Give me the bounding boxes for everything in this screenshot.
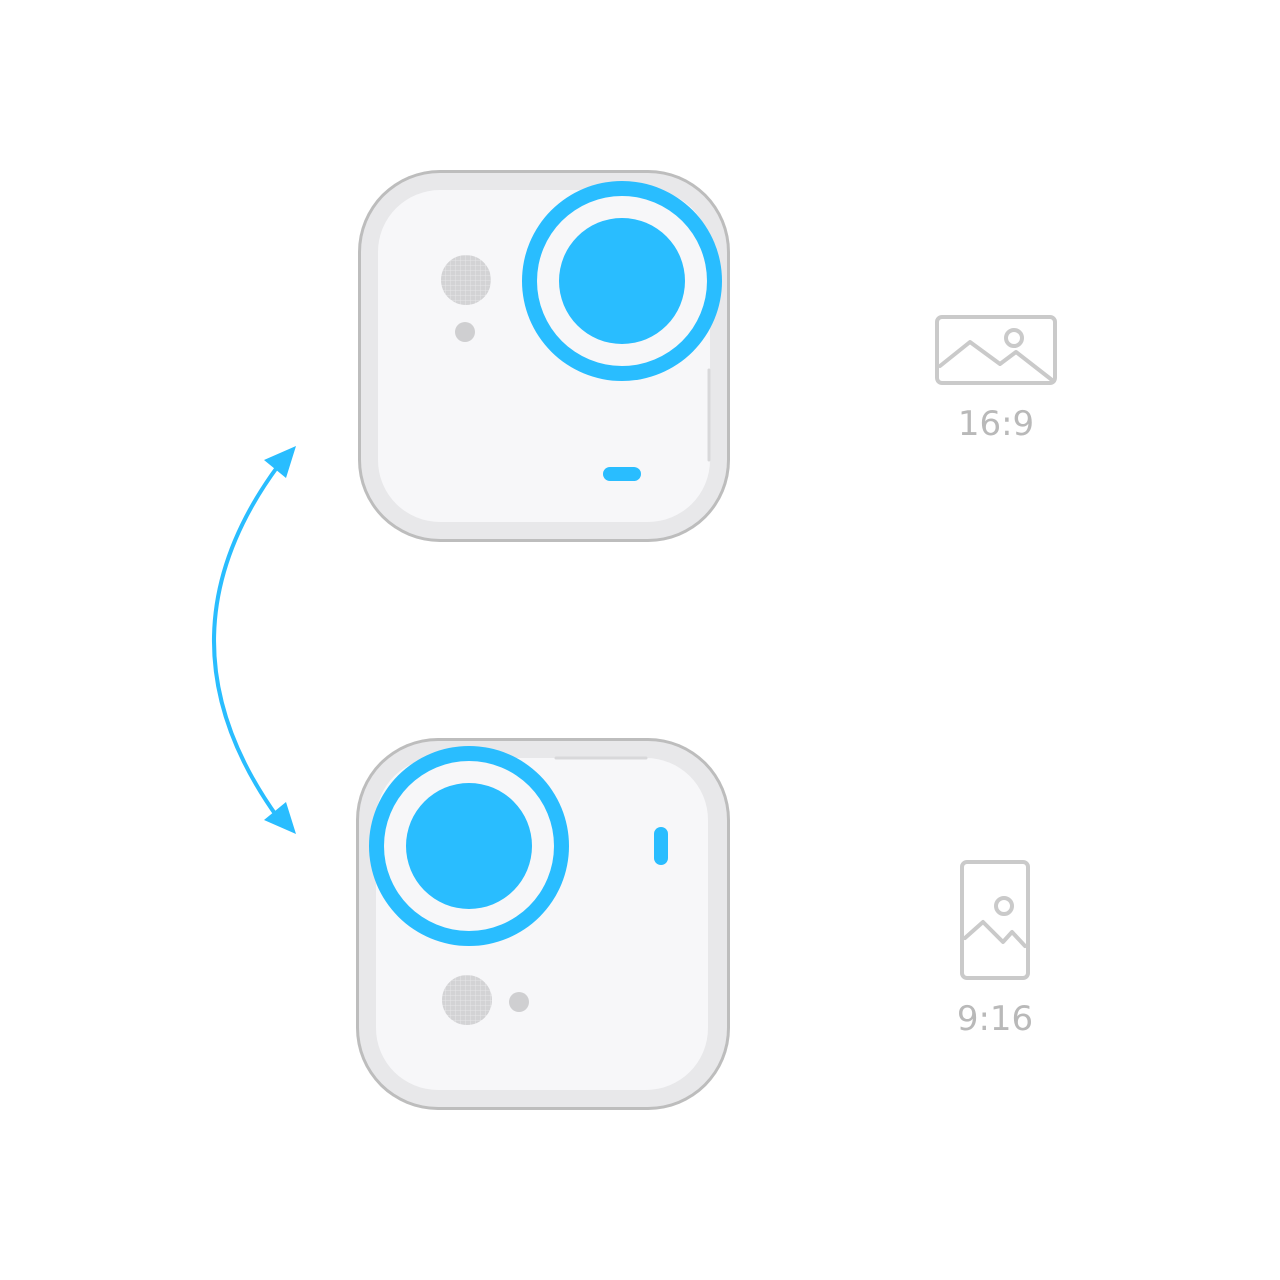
- ratio-label-9-16: 9:16: [957, 999, 1033, 1039]
- lens: [406, 783, 532, 909]
- ratio-label-16-9: 16:9: [958, 404, 1034, 444]
- status-dot: [455, 322, 475, 342]
- camera-portrait: [356, 738, 730, 1110]
- arrowhead-down: [264, 802, 296, 834]
- speaker-grille: [441, 255, 491, 305]
- portrait-image-icon: [960, 860, 1030, 980]
- speaker-grille: [442, 975, 492, 1025]
- status-dot: [509, 992, 529, 1012]
- indicator-light: [603, 467, 641, 481]
- camera-landscape: [358, 170, 730, 542]
- landscape-image-icon: [935, 315, 1057, 385]
- indicator-light: [654, 827, 668, 865]
- arrowhead-up: [264, 446, 296, 478]
- lens: [559, 218, 685, 344]
- rotate-arrow-curve: [212, 464, 280, 820]
- rotate-arrow-icon: [212, 446, 296, 834]
